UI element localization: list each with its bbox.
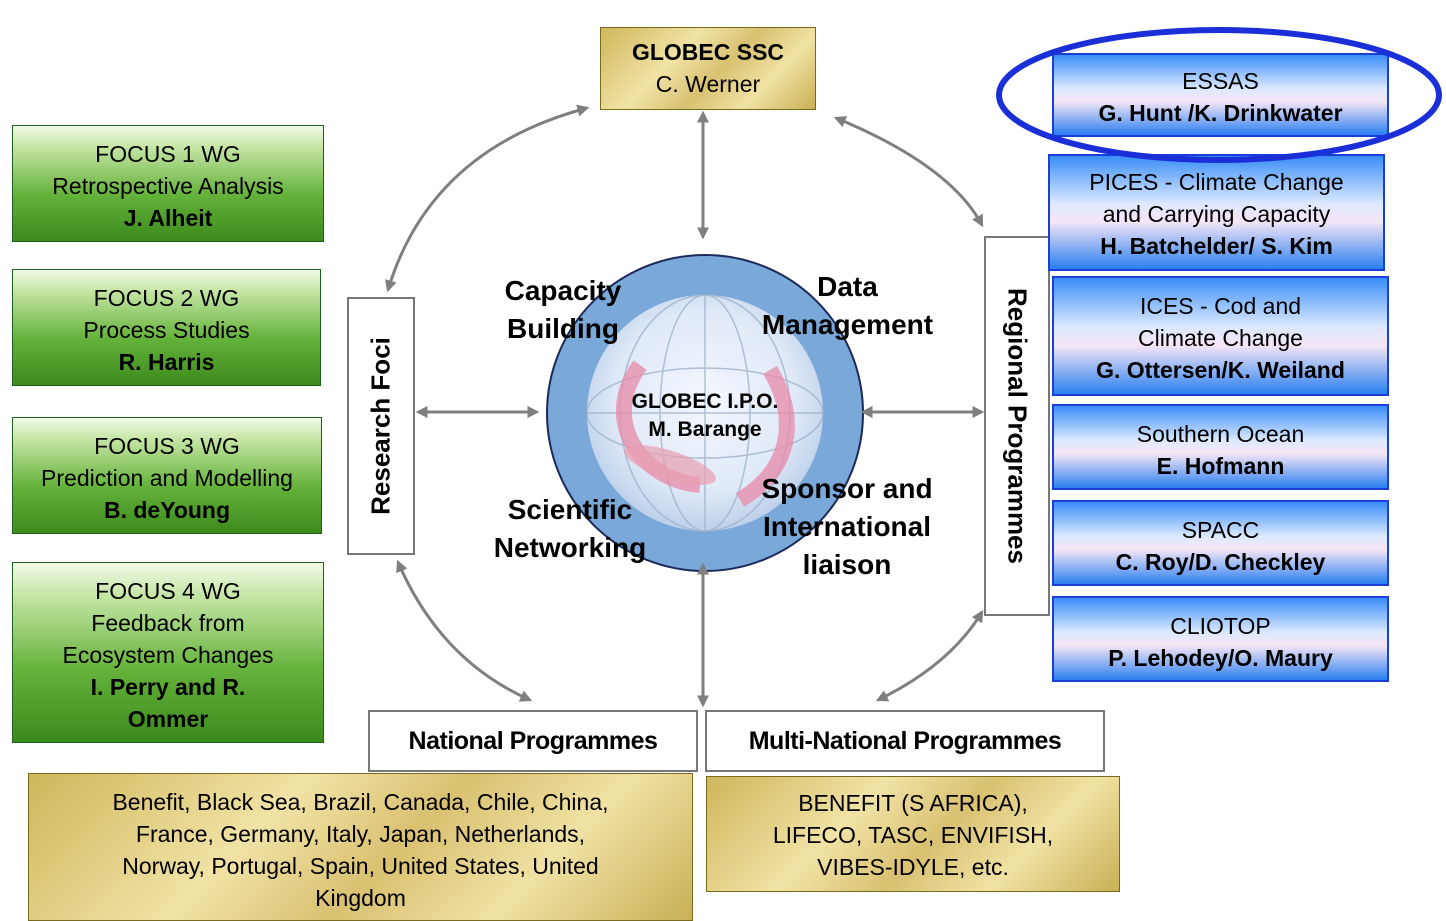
- focus-1-line-1: FOCUS 1 WG: [95, 141, 241, 167]
- spacc-lead: C. Roy/D. Checkley: [1115, 549, 1326, 575]
- cliotop-lead: P. Lehodey/O. Maury: [1108, 645, 1333, 671]
- regional-programmes-box: Regional Programmes: [984, 236, 1050, 616]
- multinational-list-line-2: LIFECO, TASC, ENVIFISH,: [772, 822, 1054, 848]
- globec-ssc-box: GLOBEC SSC C. Werner: [600, 27, 816, 110]
- focus-4-lead-2: Ommer: [127, 706, 209, 732]
- data-line-1: Data: [817, 271, 878, 302]
- pices-line-2: and Carrying Capacity: [1102, 201, 1331, 227]
- research-foci-box: Research Foci: [347, 297, 415, 555]
- pices-line-1: PICES - Climate Change: [1089, 169, 1344, 195]
- label-capacity-building: Capacity Building: [478, 272, 648, 348]
- ssc-name: C. Werner: [655, 71, 761, 97]
- pices-lead: H. Batchelder/ S. Kim: [1100, 233, 1333, 259]
- national-list-line-2: France, Germany, Italy, Japan, Netherlan…: [135, 821, 586, 847]
- data-line-2: Management: [761, 309, 934, 340]
- spacc-line-1: SPACC: [1181, 517, 1260, 543]
- multinational-programmes-label: Multi-National Programmes: [748, 727, 1062, 755]
- southern-ocean-lead: E. Hofmann: [1156, 453, 1285, 479]
- label-data-management: Data Management: [745, 268, 950, 344]
- globec-globe: [546, 254, 864, 572]
- multinational-programmes-header: Multi-National Programmes: [705, 710, 1105, 772]
- national-list-line-4: Kingdom: [315, 885, 406, 911]
- research-foci-label: Research Foci: [365, 337, 396, 515]
- focus-2-lead: R. Harris: [118, 349, 215, 375]
- national-programmes-list: Benefit, Black Sea, Brazil, Canada, Chil…: [28, 773, 693, 921]
- multinational-list-line-1: BENEFIT (S AFRICA),: [798, 790, 1028, 816]
- ices-line-2: Climate Change: [1138, 325, 1303, 351]
- focus-2-line-1: FOCUS 2 WG: [93, 285, 240, 311]
- scientific-line-1: Scientific: [507, 494, 633, 525]
- regional-spacc-box: SPACC C. Roy/D. Checkley: [1052, 500, 1389, 586]
- focus-2-line-2: Process Studies: [83, 317, 250, 343]
- regional-programmes-label: Regional Programmes: [1002, 288, 1033, 564]
- focus-4-lead-1: I. Perry and R.: [90, 674, 246, 700]
- focus-3-line-1: FOCUS 3 WG: [94, 433, 240, 459]
- ices-lead: G. Ottersen/K. Weiland: [1096, 357, 1345, 383]
- regional-southern-ocean-box: Southern Ocean E. Hofmann: [1052, 404, 1389, 490]
- multinational-programmes-list: BENEFIT (S AFRICA), LIFECO, TASC, ENVIFI…: [706, 776, 1120, 892]
- ipo-name: M. Barange: [648, 418, 762, 441]
- label-sponsor-liaison: Sponsor and International liaison: [742, 470, 952, 584]
- sponsor-line-3: liaison: [802, 549, 892, 580]
- ices-line-1: ICES - Cod and: [1139, 293, 1302, 319]
- multinational-list-line-3: VIBES-IDYLE, etc.: [817, 854, 1009, 880]
- globec-ipo-label: GLOBEC I.P.O. M. Barange: [600, 388, 810, 444]
- sponsor-line-2: International: [762, 511, 931, 542]
- label-scientific-networking: Scientific Networking: [475, 491, 665, 567]
- capacity-line-2: Building: [507, 313, 619, 344]
- regional-essas-box: ESSAS G. Hunt /K. Drinkwater: [1052, 53, 1389, 137]
- focus-4-line-2: Feedback from: [91, 610, 245, 636]
- ipo-title: GLOBEC I.P.O.: [631, 390, 779, 413]
- focus-4-line-1: FOCUS 4 WG: [95, 578, 241, 604]
- focus-3-lead: B. deYoung: [103, 497, 231, 523]
- regional-pices-box: PICES - Climate Change and Carrying Capa…: [1048, 154, 1385, 271]
- southern-ocean-line-1: Southern Ocean: [1136, 421, 1305, 447]
- national-programmes-label: National Programmes: [408, 727, 658, 755]
- focus-3-line-2: Prediction and Modelling: [41, 465, 293, 491]
- national-list-line-1: Benefit, Black Sea, Brazil, Canada, Chil…: [112, 789, 609, 815]
- essas-lead: G. Hunt /K. Drinkwater: [1098, 100, 1343, 126]
- capacity-line-1: Capacity: [504, 275, 622, 306]
- cliotop-line-1: CLIOTOP: [1170, 613, 1271, 639]
- national-list-line-3: Norway, Portugal, Spain, United States, …: [122, 853, 599, 879]
- national-programmes-header: National Programmes: [368, 710, 698, 772]
- essas-line-1: ESSAS: [1182, 68, 1259, 94]
- regional-cliotop-box: CLIOTOP P. Lehodey/O. Maury: [1052, 596, 1389, 682]
- focus-1-box: FOCUS 1 WG Retrospective Analysis J. Alh…: [12, 125, 324, 242]
- sponsor-line-1: Sponsor and: [761, 473, 933, 504]
- focus-4-box: FOCUS 4 WG Feedback from Ecosystem Chang…: [12, 562, 324, 743]
- scientific-line-2: Networking: [493, 532, 647, 563]
- focus-2-box: FOCUS 2 WG Process Studies R. Harris: [12, 269, 321, 386]
- focus-1-line-2: Retrospective Analysis: [52, 173, 284, 199]
- focus-3-box: FOCUS 3 WG Prediction and Modelling B. d…: [12, 417, 322, 534]
- focus-1-lead: J. Alheit: [123, 205, 213, 231]
- regional-ices-box: ICES - Cod and Climate Change G. Otterse…: [1052, 276, 1389, 396]
- ssc-title: GLOBEC SSC: [631, 39, 785, 65]
- focus-4-line-3: Ecosystem Changes: [62, 642, 274, 668]
